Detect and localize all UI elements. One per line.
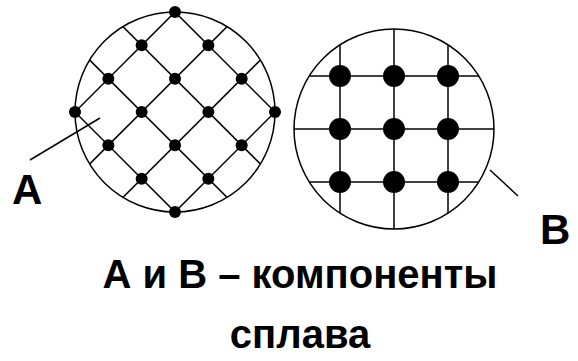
atom-a bbox=[136, 106, 148, 118]
atom-a bbox=[136, 173, 148, 185]
atom-a bbox=[102, 139, 114, 151]
atom-a bbox=[202, 39, 214, 51]
atom-b bbox=[383, 118, 405, 140]
atom-a bbox=[236, 73, 248, 85]
atom-b bbox=[437, 65, 459, 87]
atom-a bbox=[169, 139, 181, 151]
atom-b bbox=[383, 171, 405, 193]
atom-a bbox=[202, 173, 214, 185]
leader-line bbox=[490, 170, 518, 196]
component-label: В bbox=[540, 206, 570, 254]
grain-b-outline bbox=[294, 29, 494, 229]
grain-a-outline bbox=[75, 12, 275, 212]
component-label: А bbox=[12, 166, 42, 214]
atom-a bbox=[102, 73, 114, 85]
atom-b bbox=[437, 171, 459, 193]
atom-a bbox=[169, 73, 181, 85]
leader-line bbox=[30, 118, 100, 160]
atom-b bbox=[383, 65, 405, 87]
atom-b bbox=[329, 118, 351, 140]
atom-a bbox=[202, 106, 214, 118]
atom-b bbox=[329, 65, 351, 87]
atom-a bbox=[236, 139, 248, 151]
atom-a bbox=[136, 39, 148, 51]
atom-b bbox=[437, 118, 459, 140]
atom-b bbox=[329, 171, 351, 193]
caption: А и В – компоненты сплава bbox=[65, 244, 535, 361]
lattice-b bbox=[280, 20, 510, 240]
